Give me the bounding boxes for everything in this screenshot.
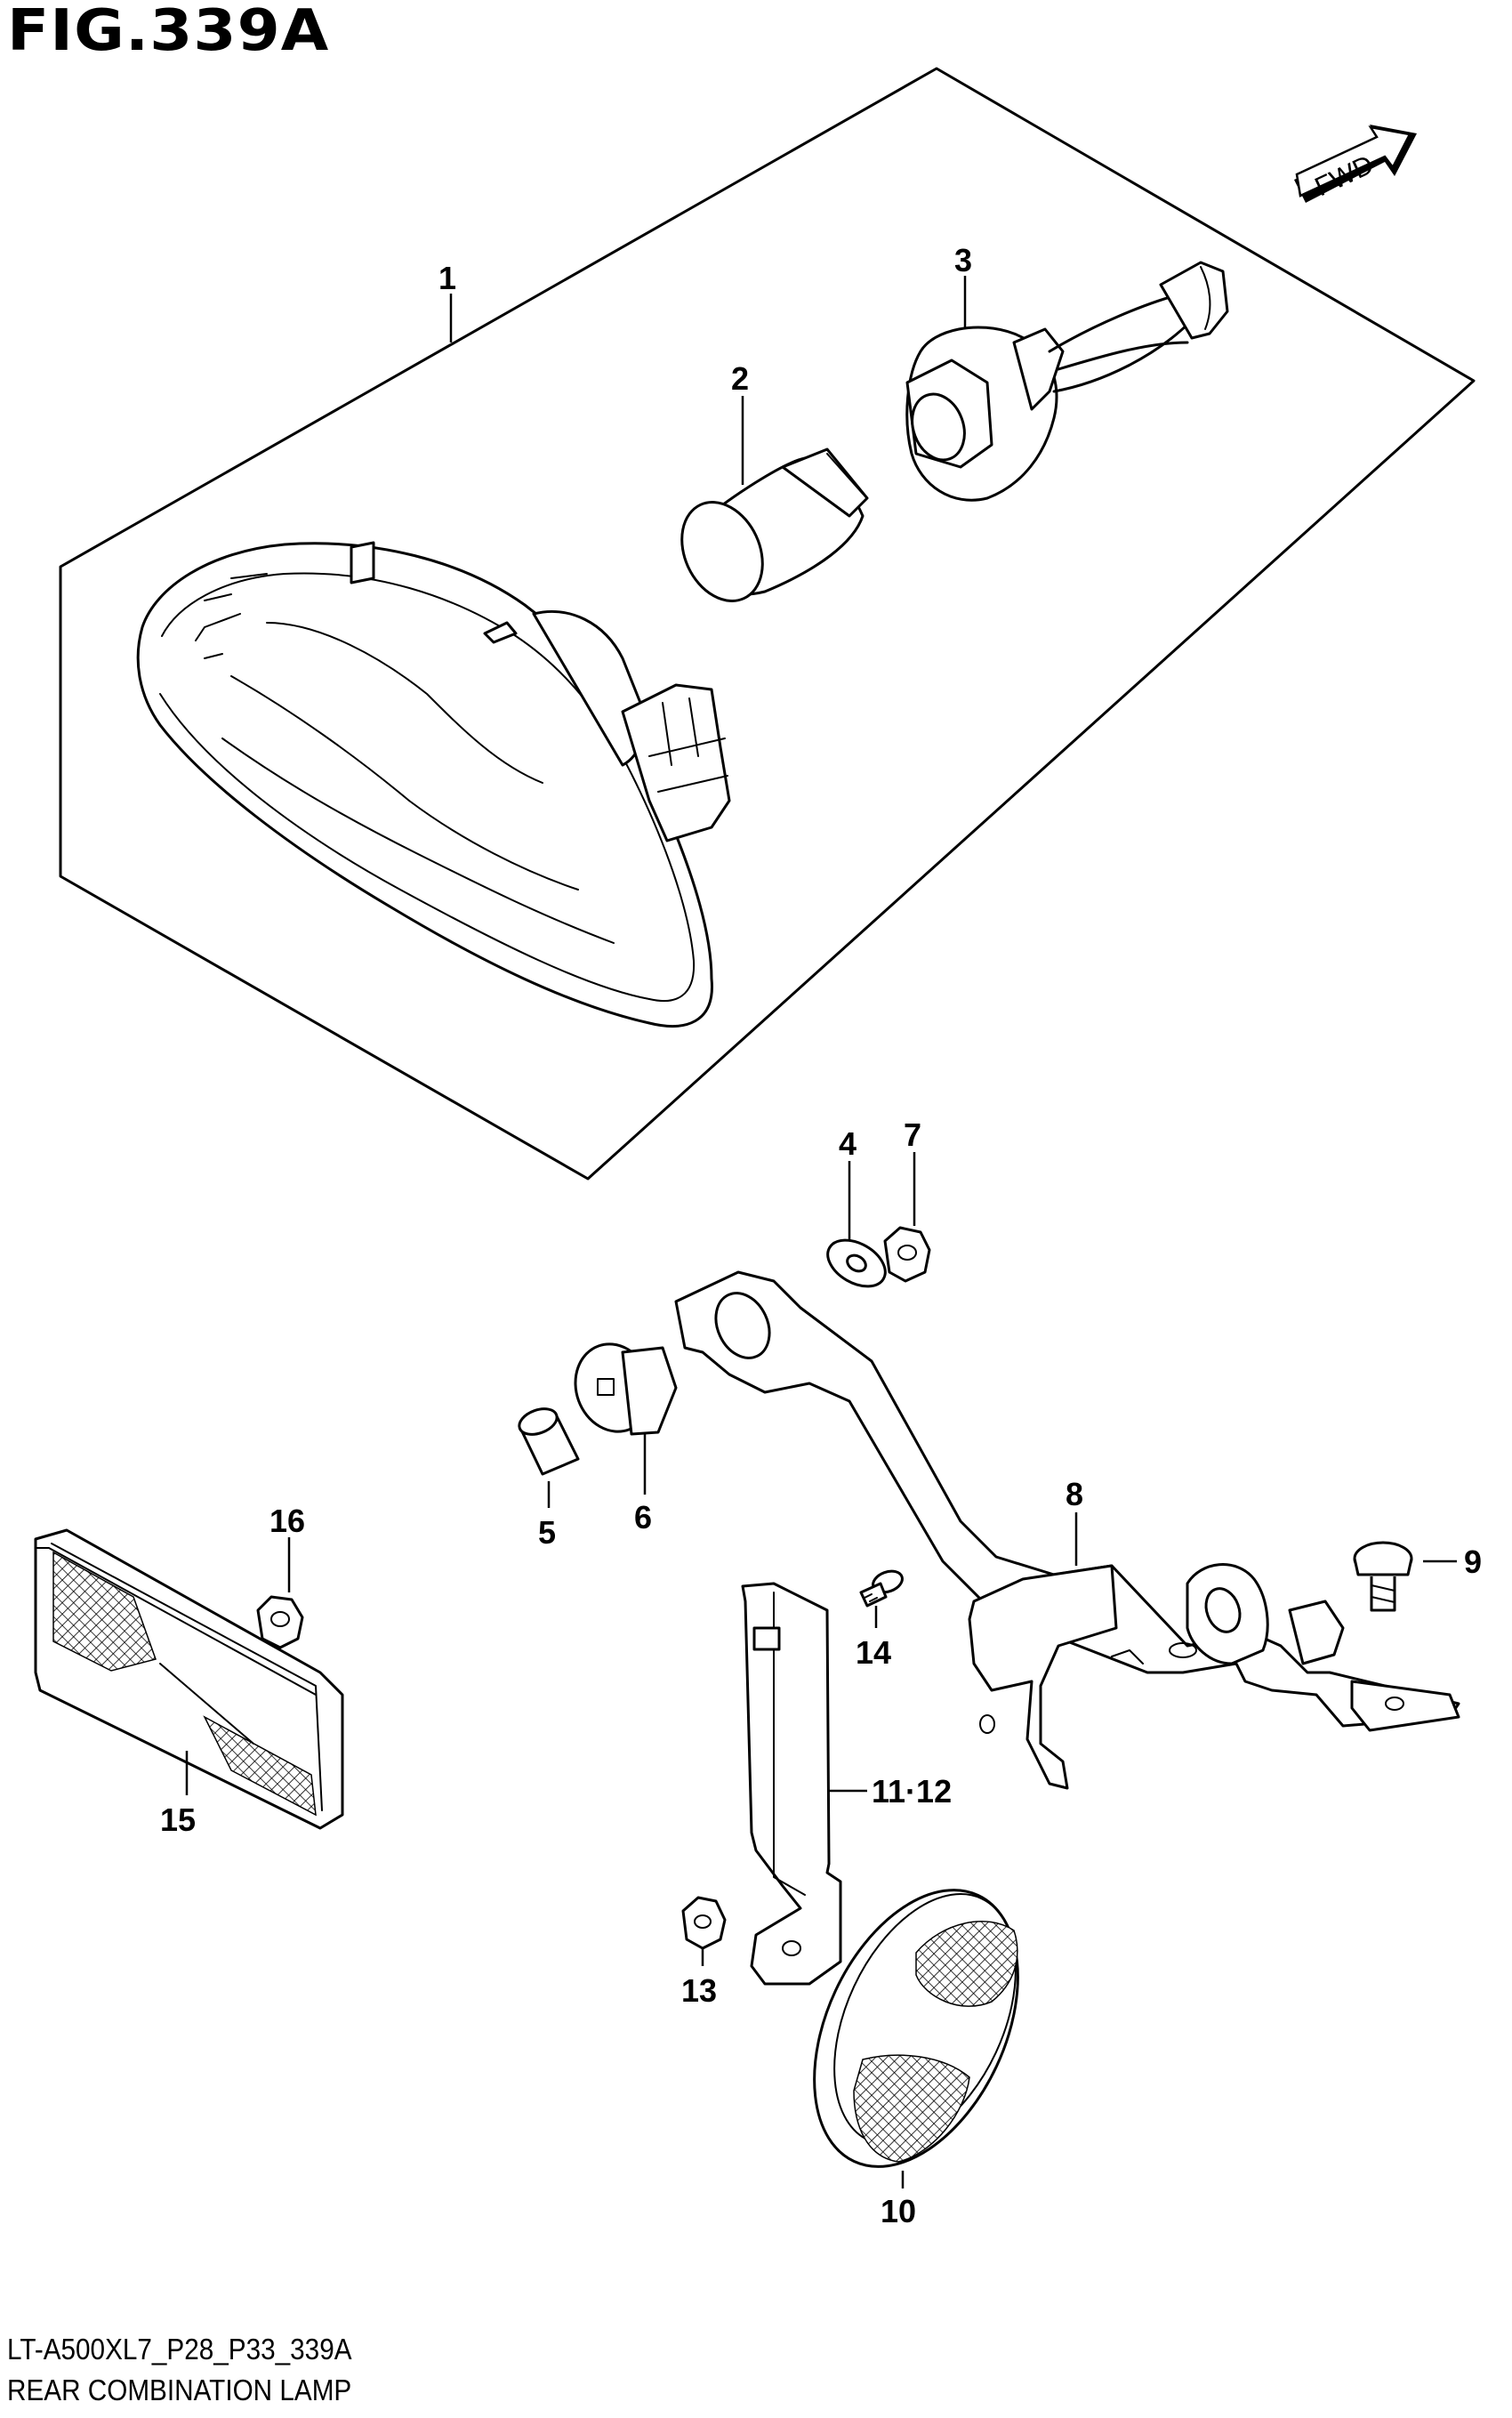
- figure-title: FIG.339A: [7, 0, 330, 64]
- rectangular-reflector: [34, 1528, 344, 1830]
- collar: [518, 1407, 580, 1476]
- callout-16: 16: [269, 1503, 305, 1539]
- reflector-bracket: [741, 1582, 842, 1986]
- callout-6: 6: [634, 1499, 652, 1535]
- round-reflector: [813, 1889, 1019, 2168]
- bulb-socket: [905, 261, 1229, 502]
- callout-15: 15: [160, 1801, 196, 1838]
- nut-7: [883, 1226, 931, 1283]
- fwd-arrow: FWD: [1294, 125, 1417, 203]
- rear-combination-lamp: [136, 541, 731, 1028]
- callout-1: 1: [438, 260, 456, 296]
- callout-14: 14: [856, 1634, 891, 1671]
- callout-8: 8: [1066, 1476, 1083, 1512]
- callouts: 1 2 3 4 5 6 7 8 9 10 11·12 13 14 15 16: [160, 242, 1482, 2229]
- callout-7: 7: [904, 1116, 921, 1153]
- screw-14: [859, 1569, 904, 1608]
- callout-5: 5: [538, 1514, 556, 1551]
- figure-name: REAR COMBINATION LAMP: [7, 2374, 352, 2406]
- washer: [826, 1238, 887, 1288]
- leader-lines: [185, 276, 1457, 2188]
- bulb: [680, 447, 869, 602]
- figure-code: LT-A500XL7_P28_P33_339A: [7, 2333, 352, 2366]
- callout-11-12: 11·12: [872, 1773, 952, 1809]
- assembly-box: [59, 67, 1476, 1181]
- grommet: [574, 1342, 678, 1436]
- nut-13: [681, 1896, 727, 1950]
- callout-4: 4: [839, 1125, 857, 1162]
- callout-2: 2: [731, 360, 749, 397]
- callout-9: 9: [1464, 1543, 1482, 1580]
- callout-10: 10: [881, 2193, 916, 2229]
- bolt-9: [1353, 1541, 1413, 1612]
- callout-13: 13: [681, 1972, 717, 2009]
- callout-3: 3: [954, 242, 972, 278]
- mounting-bracket: [674, 1270, 1460, 1790]
